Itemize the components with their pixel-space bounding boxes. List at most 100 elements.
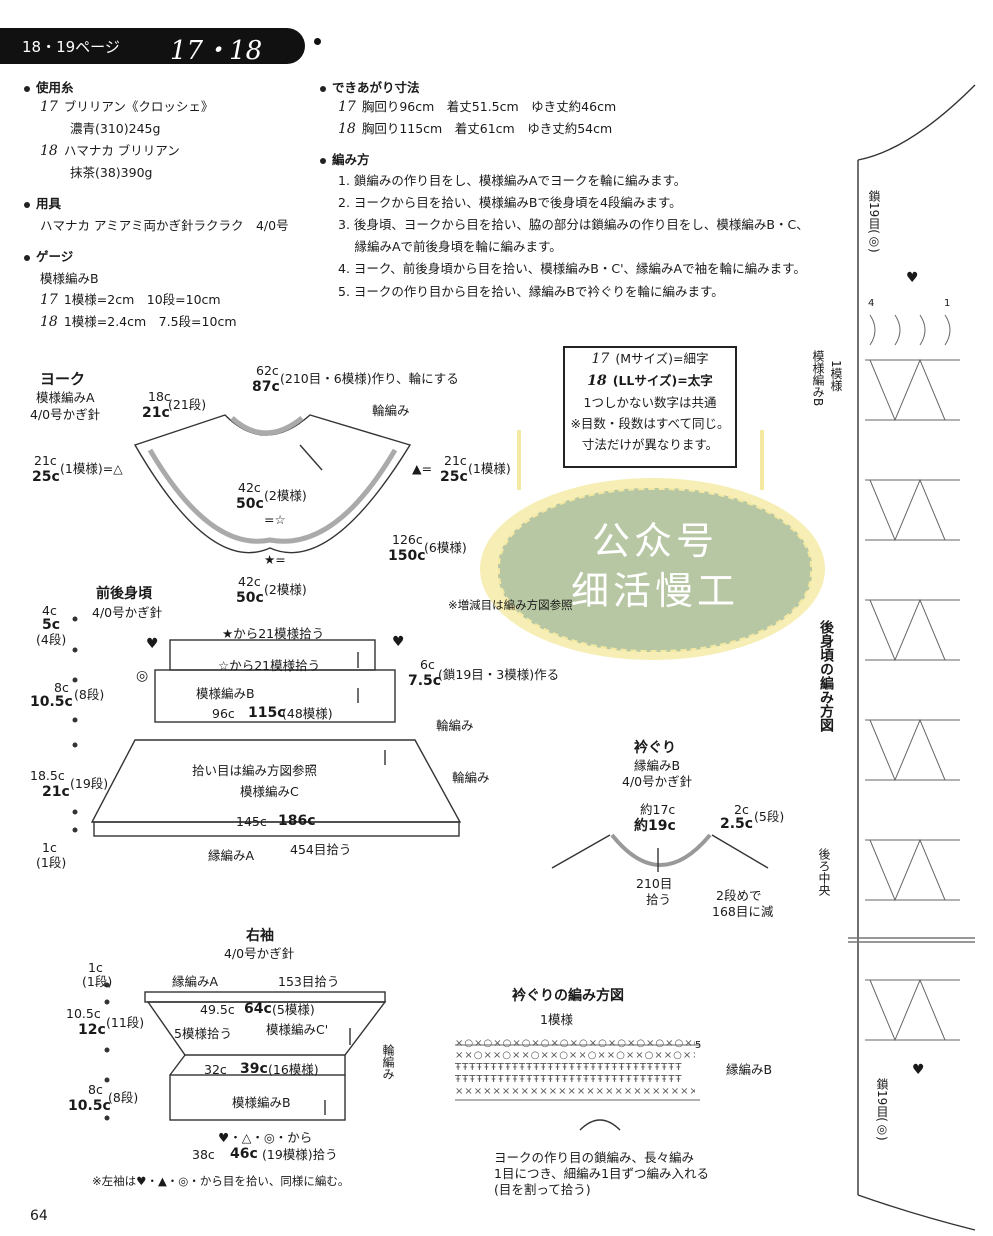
yoke-bot-note: (2模様) xyxy=(264,582,307,597)
backchart-stitches xyxy=(865,314,960,1042)
body-rim xyxy=(93,821,460,837)
sleeve-patB: 模様編みB xyxy=(232,1095,291,1110)
neck-lines xyxy=(551,834,769,869)
gauge-heading: ゲージ xyxy=(24,249,73,265)
yoke-outer-b: 150c xyxy=(388,548,426,564)
backchart-bottom-edge xyxy=(857,1194,976,1231)
sleeve-hook: 4/0号かぎ針 xyxy=(224,946,295,961)
tools-heading: 用具 xyxy=(24,196,61,212)
neckchart-rimB: 縁編みB xyxy=(726,1062,773,1077)
heart-icon: ♥ xyxy=(906,270,919,286)
backchart-chain-top: 鎖19目(◎) xyxy=(867,190,881,253)
sleeve-l3-note: (8段) xyxy=(108,1090,139,1105)
body-l3-b: 21c xyxy=(42,784,70,800)
sleeve-title: 右袖 xyxy=(246,928,274,944)
neckchart-note1: ヨークの作り目の鎖編み、長々編み xyxy=(494,1150,695,1165)
watermark-stamp-inner xyxy=(498,488,812,652)
body-patC: 模様編みC xyxy=(240,784,299,799)
backchart-one: 1模様 xyxy=(829,360,843,392)
body-edge1: 輪編み xyxy=(436,718,474,733)
yoke-right-b: 25c xyxy=(440,469,468,485)
body-edge2: 輪編み xyxy=(452,770,490,785)
body-top1: ★から21模様拾う xyxy=(222,626,325,641)
method-step: 4. ヨーク、前後身頃から目を拾い、模様編みB・C'、縁編みAで袖を輪に編みます… xyxy=(338,261,806,276)
body-l1-b: 5c xyxy=(42,617,61,633)
body-hook: 4/0号かぎ針 xyxy=(92,605,163,620)
body-pick: 拾い目は編み方図参照 xyxy=(192,763,318,778)
sleeve-w1-a: 49.5c xyxy=(200,1002,235,1017)
method-step: 5. ヨークの作り目から目を拾い、縁編みBで衿ぐりを輪に編みます。 xyxy=(338,284,724,299)
sleeve-pick153: 153目拾う xyxy=(278,974,340,989)
body-patB: 模様編みB xyxy=(196,686,255,701)
yoke-top-note: (210目・6模様)作り、輪にする xyxy=(280,371,459,386)
body-l3-a: 18.5c xyxy=(30,768,65,783)
body-w1-b: 115c xyxy=(248,705,286,721)
materials-18-color: 抹茶(38)390g xyxy=(70,165,153,180)
yoke-outer-note: (6模様) xyxy=(424,540,467,555)
yoke-side-note: (21段) xyxy=(168,397,207,412)
sleeve-l2-note: (11段) xyxy=(106,1015,145,1030)
body-chain-a: 6c xyxy=(420,657,435,672)
sleeve-l3-b: 10.5c xyxy=(68,1098,111,1114)
body-l2-note: (8段) xyxy=(74,687,105,702)
header-bullet xyxy=(314,38,321,45)
body-chain-b: 7.5c xyxy=(408,673,442,689)
sleeve-l3-a: 8c xyxy=(88,1082,103,1097)
stamp-string-right xyxy=(760,430,764,490)
neck-r-note: (5段) xyxy=(754,809,785,824)
neck-pattern: 縁編みB xyxy=(634,758,681,773)
body-rimA: 縁編みA xyxy=(208,848,255,863)
backchart-row1: 1 xyxy=(944,298,951,309)
page-number: 64 xyxy=(30,1208,48,1224)
method-step: 2. ヨークから目を拾い、模様編みBで後身頃を4段編みます。 xyxy=(338,195,682,210)
sleeve-w2-b: 39c xyxy=(240,1061,268,1077)
yoke-bot-sym: ★= xyxy=(264,552,286,567)
yoke-right-note: (1模様) xyxy=(468,461,511,476)
sleeve-rimA: 縁編みA xyxy=(172,974,219,989)
gauge-pattern: 模様編みB xyxy=(40,271,99,286)
sleeve-w3-a: 38c xyxy=(192,1147,215,1162)
body-arrows xyxy=(357,652,386,765)
legend-line-17: 17(Mサイズ)=細字 xyxy=(591,351,709,367)
stamp-string-left xyxy=(517,430,521,490)
sleeve-patB xyxy=(169,1074,346,1121)
sleeve-w3-b: 46c xyxy=(230,1146,258,1162)
backchart-center-line xyxy=(848,937,975,943)
sleeve-l1-note: (1段) xyxy=(82,974,113,989)
yoke-mid-b: 50c xyxy=(236,496,264,512)
body-l2-a: 8c xyxy=(54,680,69,695)
method-step: 1. 鎖編みの作り目をし、模様編みAでヨークを輪に編みます。 xyxy=(338,173,687,188)
neckchart-note3: (目を割って拾う) xyxy=(494,1182,591,1197)
body-l4-a: 1c xyxy=(42,840,57,855)
watermark-text: 公众号 细活慢工 xyxy=(570,519,739,613)
neck-dec-b: 168目に減 xyxy=(712,904,774,919)
body-chain-note: (鎖19目・3模様)作る xyxy=(438,667,560,682)
sleeve-w3-pre: ♥・△・◎・から xyxy=(218,1130,313,1145)
page-header-band: 18・19ページ 17・18 xyxy=(0,28,305,66)
backchart-title: 後身頃の編み方図 xyxy=(818,620,834,732)
method-step: 3. 後身頃、ヨークから目を拾い、脇の部分は鎖編みの作り目をし、模様編みB・C、 xyxy=(338,217,809,232)
yoke-side-a: 18c xyxy=(148,389,171,404)
body-l1-a: 4c xyxy=(42,603,57,618)
yoke-edge-label: 輪編み xyxy=(372,403,410,418)
neck-title: 衿ぐり xyxy=(634,740,676,756)
neckchart-one: 1模様 xyxy=(540,1012,573,1027)
yoke-rim xyxy=(147,448,398,544)
sleeve-patC2: 模様編みC' xyxy=(266,1022,329,1037)
legend-line-18: 18(LLサイズ)=太字 xyxy=(587,373,713,389)
sleeve-w3-note: (19模様)拾う xyxy=(262,1147,338,1162)
tools-text: ハマナカ アミアミ両かぎ針ラクラク 4/0号 xyxy=(40,218,289,233)
yoke-mid-note: (2模様) xyxy=(264,488,307,503)
sleeve-w1-note: (5模様) xyxy=(272,1002,315,1017)
legend-line-common: 1つしかない数字は共通 xyxy=(583,395,717,410)
sleeve-arrows xyxy=(324,1028,351,1115)
yoke-title: ヨーク xyxy=(40,370,86,388)
body-l2-b: 10.5c xyxy=(30,694,73,710)
yoke-top-a: 62c xyxy=(256,363,279,378)
yoke-left-a: 21c xyxy=(34,453,57,468)
backchart-chain-bot: 鎖19目(◎) xyxy=(875,1078,889,1141)
